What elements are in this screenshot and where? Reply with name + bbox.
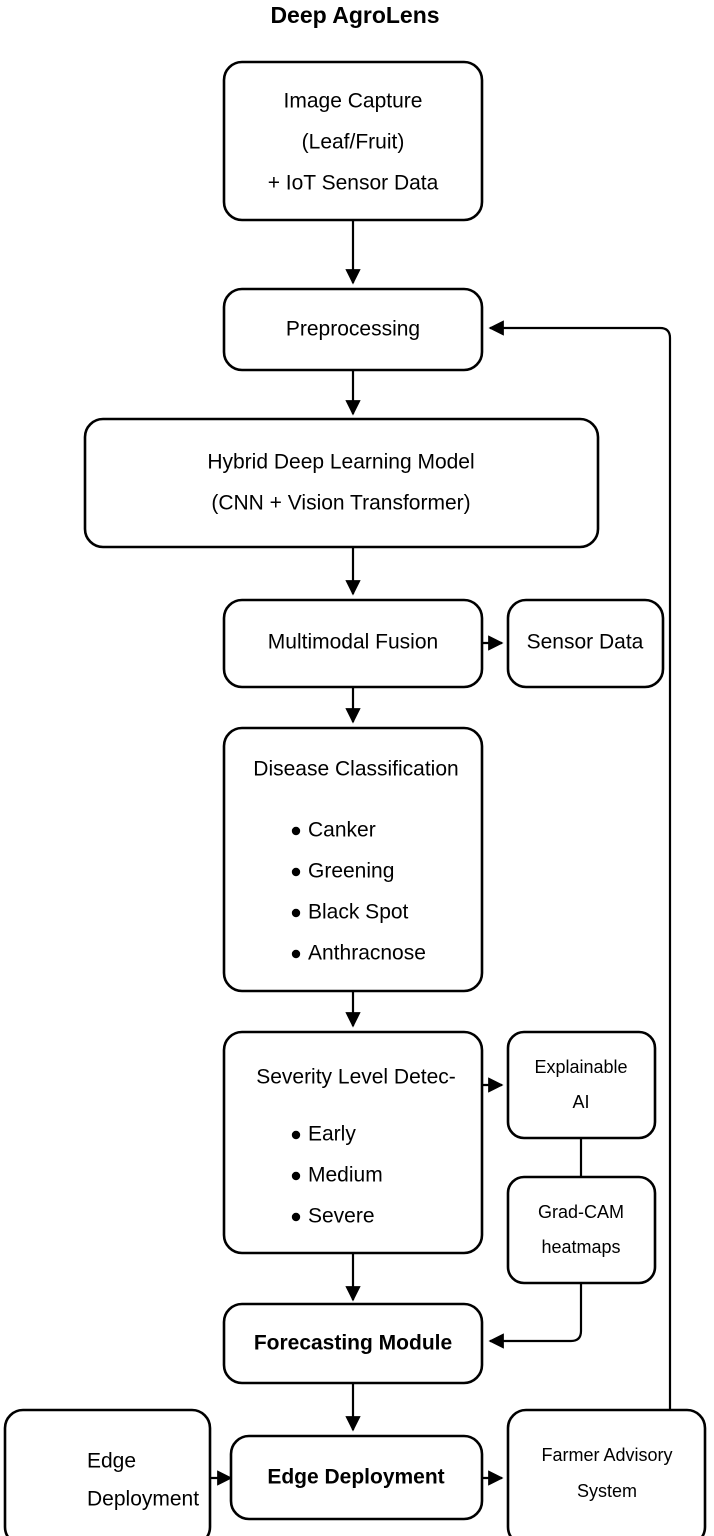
node-image-capture-line-3: + IoT Sensor Data — [268, 172, 439, 195]
node-explainable-ai-line-1: Explainable — [534, 1057, 627, 1077]
node-farmer-advisory-line-1: Farmer Advisory — [541, 1445, 672, 1465]
node-edge-deployment-left-line-1: Edge — [87, 1450, 136, 1473]
node-multimodal-fusion-box[interactable] — [222, 598, 484, 689]
bullet-dot-icon — [291, 1130, 301, 1140]
node-multimodal-fusion[interactable]: Multimodal Fusion — [222, 598, 484, 689]
node-preprocessing-label: Preprocessing — [286, 318, 420, 341]
node-disease-classification[interactable]: Disease Classification Canker Greening B… — [222, 726, 484, 993]
node-hybrid-model-line-2: (CNN + Vision Transformer) — [211, 492, 470, 515]
node-forecasting-module[interactable]: Forecasting Module — [222, 1302, 484, 1385]
node-disease-classification-item-4: Anthracnose — [308, 942, 426, 965]
node-gradcam-heatmaps-line-2: heatmaps — [541, 1237, 620, 1257]
node-severity-detection-box[interactable] — [222, 1030, 484, 1255]
node-gradcam-heatmaps-box[interactable] — [506, 1175, 657, 1285]
node-image-capture-line-2: (Leaf/Fruit) — [302, 131, 405, 154]
node-gradcam-heatmaps-line-1: Grad-CAM — [538, 1202, 624, 1222]
node-forecasting-module-label: Forecasting Module — [254, 1332, 452, 1355]
node-multimodal-fusion-label: Multimodal Fusion — [268, 631, 438, 654]
node-disease-classification-item-3: Black Spot — [308, 901, 409, 924]
node-edge-deployment-left-box[interactable] — [3, 1408, 212, 1536]
node-forecasting-module-box[interactable] — [222, 1302, 484, 1385]
node-edge-deployment-main[interactable]: Edge Deployment — [229, 1434, 484, 1521]
node-disease-classification-box[interactable] — [222, 726, 484, 993]
bullet-dot-icon — [291, 826, 301, 836]
node-farmer-advisory[interactable]: Farmer Advisory System — [506, 1408, 707, 1536]
node-explainable-ai[interactable]: Explainable AI — [506, 1030, 657, 1140]
node-image-capture-box[interactable] — [222, 60, 484, 222]
node-edge-deployment-main-box[interactable] — [229, 1434, 484, 1521]
bullet-dot-icon — [291, 908, 301, 918]
bullet-dot-icon — [291, 1212, 301, 1222]
node-image-capture-line-1: Image Capture — [284, 90, 423, 113]
node-sensor-data-label: Sensor Data — [527, 631, 644, 654]
node-hybrid-model-line-1: Hybrid Deep Learning Model — [207, 451, 474, 474]
bullet-dot-icon — [291, 949, 301, 959]
edge-farmer-advisory-feedback-to-preprocessing — [488, 320, 672, 1410]
node-preprocessing[interactable]: Preprocessing — [222, 287, 484, 372]
node-severity-detection-item-3: Severe — [308, 1205, 375, 1228]
page-title: Deep AgroLens — [270, 2, 439, 28]
node-gradcam-heatmaps[interactable]: Grad-CAM heatmaps — [506, 1175, 657, 1285]
node-edge-deployment-left-line-2: Deployment — [87, 1488, 199, 1511]
node-disease-classification-item-2: Greening — [308, 860, 394, 883]
node-preprocessing-box[interactable] — [222, 287, 484, 372]
bullet-dot-icon — [291, 1171, 301, 1181]
node-hybrid-model-box[interactable] — [83, 417, 600, 549]
node-edge-deployment-main-label: Edge Deployment — [267, 1466, 444, 1489]
node-explainable-ai-line-2: AI — [572, 1092, 589, 1112]
node-severity-detection-heading: Severity Level Detec- — [256, 1066, 456, 1089]
node-severity-detection[interactable]: Severity Level Detec- Early Medium Sever… — [222, 1030, 484, 1255]
node-edge-deployment-left[interactable]: Edge Deployment — [3, 1408, 212, 1536]
node-disease-classification-heading: Disease Classification — [253, 758, 458, 781]
connectors — [210, 220, 672, 1486]
edge-gradcam-to-forecasting — [488, 1283, 583, 1349]
node-disease-classification-item-1: Canker — [308, 819, 376, 842]
node-farmer-advisory-line-2: System — [577, 1481, 637, 1501]
node-image-capture[interactable]: Image Capture (Leaf/Fruit) + IoT Sensor … — [222, 60, 484, 222]
bullet-dot-icon — [291, 867, 301, 877]
node-sensor-data[interactable]: Sensor Data — [506, 598, 665, 689]
node-farmer-advisory-box[interactable] — [506, 1408, 707, 1536]
node-sensor-data-box[interactable] — [506, 598, 665, 689]
node-severity-detection-item-1: Early — [308, 1123, 356, 1146]
node-severity-detection-item-2: Medium — [308, 1164, 383, 1187]
node-hybrid-model[interactable]: Hybrid Deep Learning Model (CNN + Vision… — [83, 417, 600, 549]
node-explainable-ai-box[interactable] — [506, 1030, 657, 1140]
